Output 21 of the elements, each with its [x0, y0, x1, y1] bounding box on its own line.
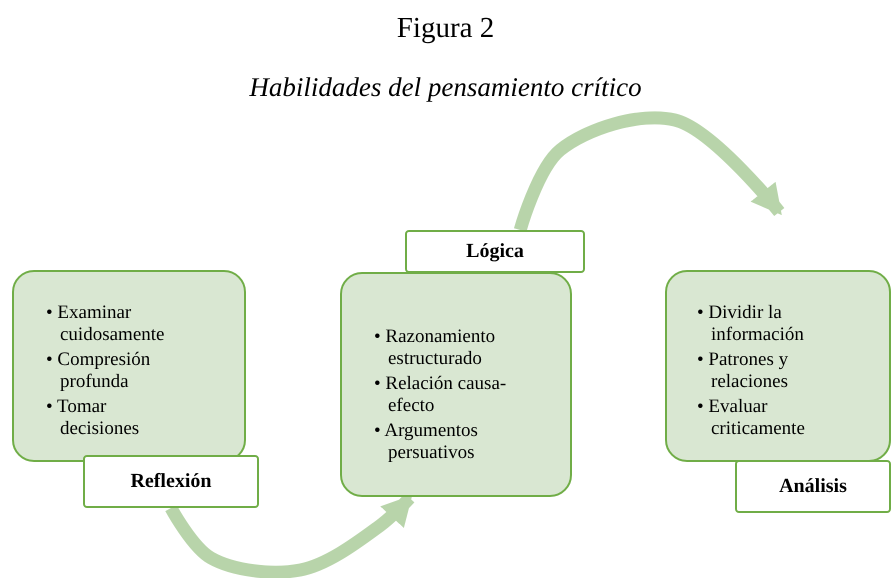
bullet-item: • Razonamiento estructurado	[374, 326, 496, 370]
section-label: Análisis	[779, 475, 847, 498]
section-label: Lógica	[466, 240, 524, 263]
content-box	[665, 270, 891, 462]
curved-arrow	[514, 111, 784, 232]
bullet-item: • Compresión profunda	[46, 349, 152, 393]
label-box	[735, 460, 891, 513]
content-box	[340, 272, 572, 497]
content-box	[12, 270, 246, 462]
figure-subtitle: Habilidades del pensamiento crítico	[248, 72, 643, 103]
bullet-item: • Tomar decisiones	[46, 396, 140, 440]
bullet-item: • Examinar cuidosamente	[46, 302, 166, 346]
label-box	[83, 455, 259, 508]
bullet-item: • Patrones y relaciones	[697, 349, 790, 393]
section-label: Reflexión	[130, 470, 212, 493]
figure-title: Figura 2	[396, 12, 496, 45]
bullet-item: • Dividir la información	[697, 302, 805, 346]
bullet-item: • Evaluar criticamente	[697, 396, 806, 440]
bullet-item: • Argumentos persuativos	[374, 420, 479, 464]
label-box	[405, 230, 585, 273]
bullet-item: • Relación causa-efecto	[374, 373, 508, 417]
